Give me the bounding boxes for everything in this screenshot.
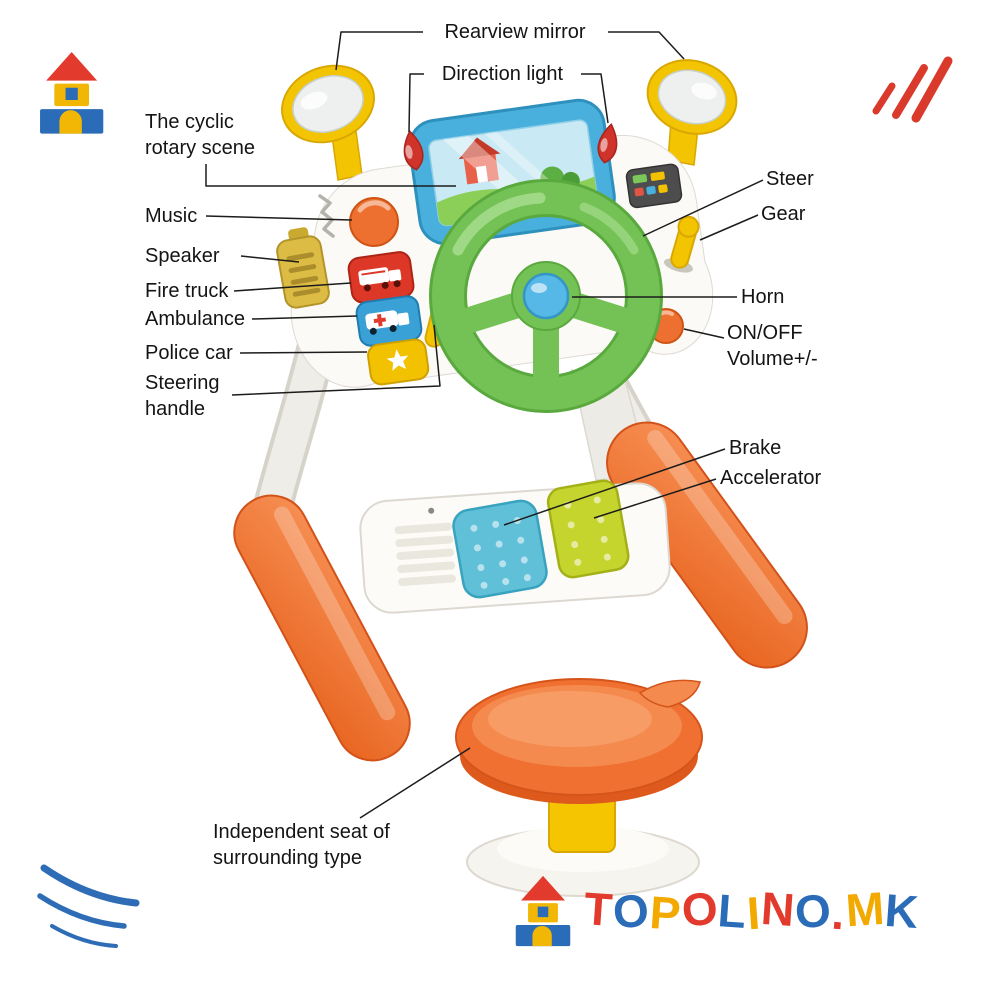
label-steering-handle: Steering handle	[145, 372, 220, 420]
label-fire-truck: Fire truck	[145, 280, 229, 302]
label-cyclic-rotary-scene: The cyclic rotary scene	[145, 111, 256, 159]
callout-lines	[205, 31, 764, 819]
watermark-letter: O	[793, 883, 835, 939]
direction-light-right	[597, 123, 618, 164]
accelerator-pedal	[546, 479, 630, 579]
watermark-letter: T	[582, 882, 616, 936]
label-on-off-volume: ON/OFF Volume+/-	[727, 322, 818, 370]
watermark-letter: O	[679, 881, 720, 937]
watermark-letter: P	[647, 885, 684, 941]
steering-wheel	[429, 179, 663, 413]
castle-logo-topleft	[40, 52, 104, 134]
left-mirror	[281, 64, 375, 181]
castle-logo-watermark	[515, 875, 571, 947]
label-ambulance: Ambulance	[145, 308, 246, 330]
brake-pedal	[452, 499, 548, 599]
label-police-car: Police car	[145, 342, 233, 364]
label-direction-light: Direction light	[441, 63, 564, 85]
label-rearview-mirror: Rearview mirror	[444, 21, 586, 43]
watermark-letter: N	[759, 881, 798, 937]
watermark-letter: L	[716, 884, 750, 938]
label-brake: Brake	[729, 437, 782, 459]
blue-swoosh-icon	[37, 864, 140, 948]
stool-seat	[455, 678, 703, 897]
ambulance-button	[355, 295, 423, 347]
label-horn: Horn	[741, 286, 785, 308]
right-mirror	[646, 59, 738, 166]
horn-button	[522, 272, 570, 320]
label-independent-seat: Independent seat of surrounding type	[213, 821, 390, 869]
mini-display	[625, 163, 683, 209]
label-music: Music	[145, 205, 198, 227]
red-scribble-icon	[872, 56, 953, 123]
spring-cord	[318, 194, 335, 238]
label-speaker: Speaker	[145, 245, 220, 267]
police-car-button	[367, 338, 430, 386]
label-accelerator: Accelerator	[720, 467, 822, 489]
music-button	[349, 197, 399, 247]
direction-light-left	[403, 130, 424, 171]
gear-lever	[663, 215, 700, 273]
watermark-letter: K	[883, 883, 922, 939]
base-feet	[233, 421, 808, 762]
label-gear: Gear	[761, 203, 806, 225]
watermark-letter: O	[611, 883, 652, 939]
label-steer: Steer	[766, 168, 814, 190]
watermark-letter: M	[844, 881, 888, 937]
fire-truck-button	[347, 251, 415, 304]
speaker	[276, 227, 330, 309]
